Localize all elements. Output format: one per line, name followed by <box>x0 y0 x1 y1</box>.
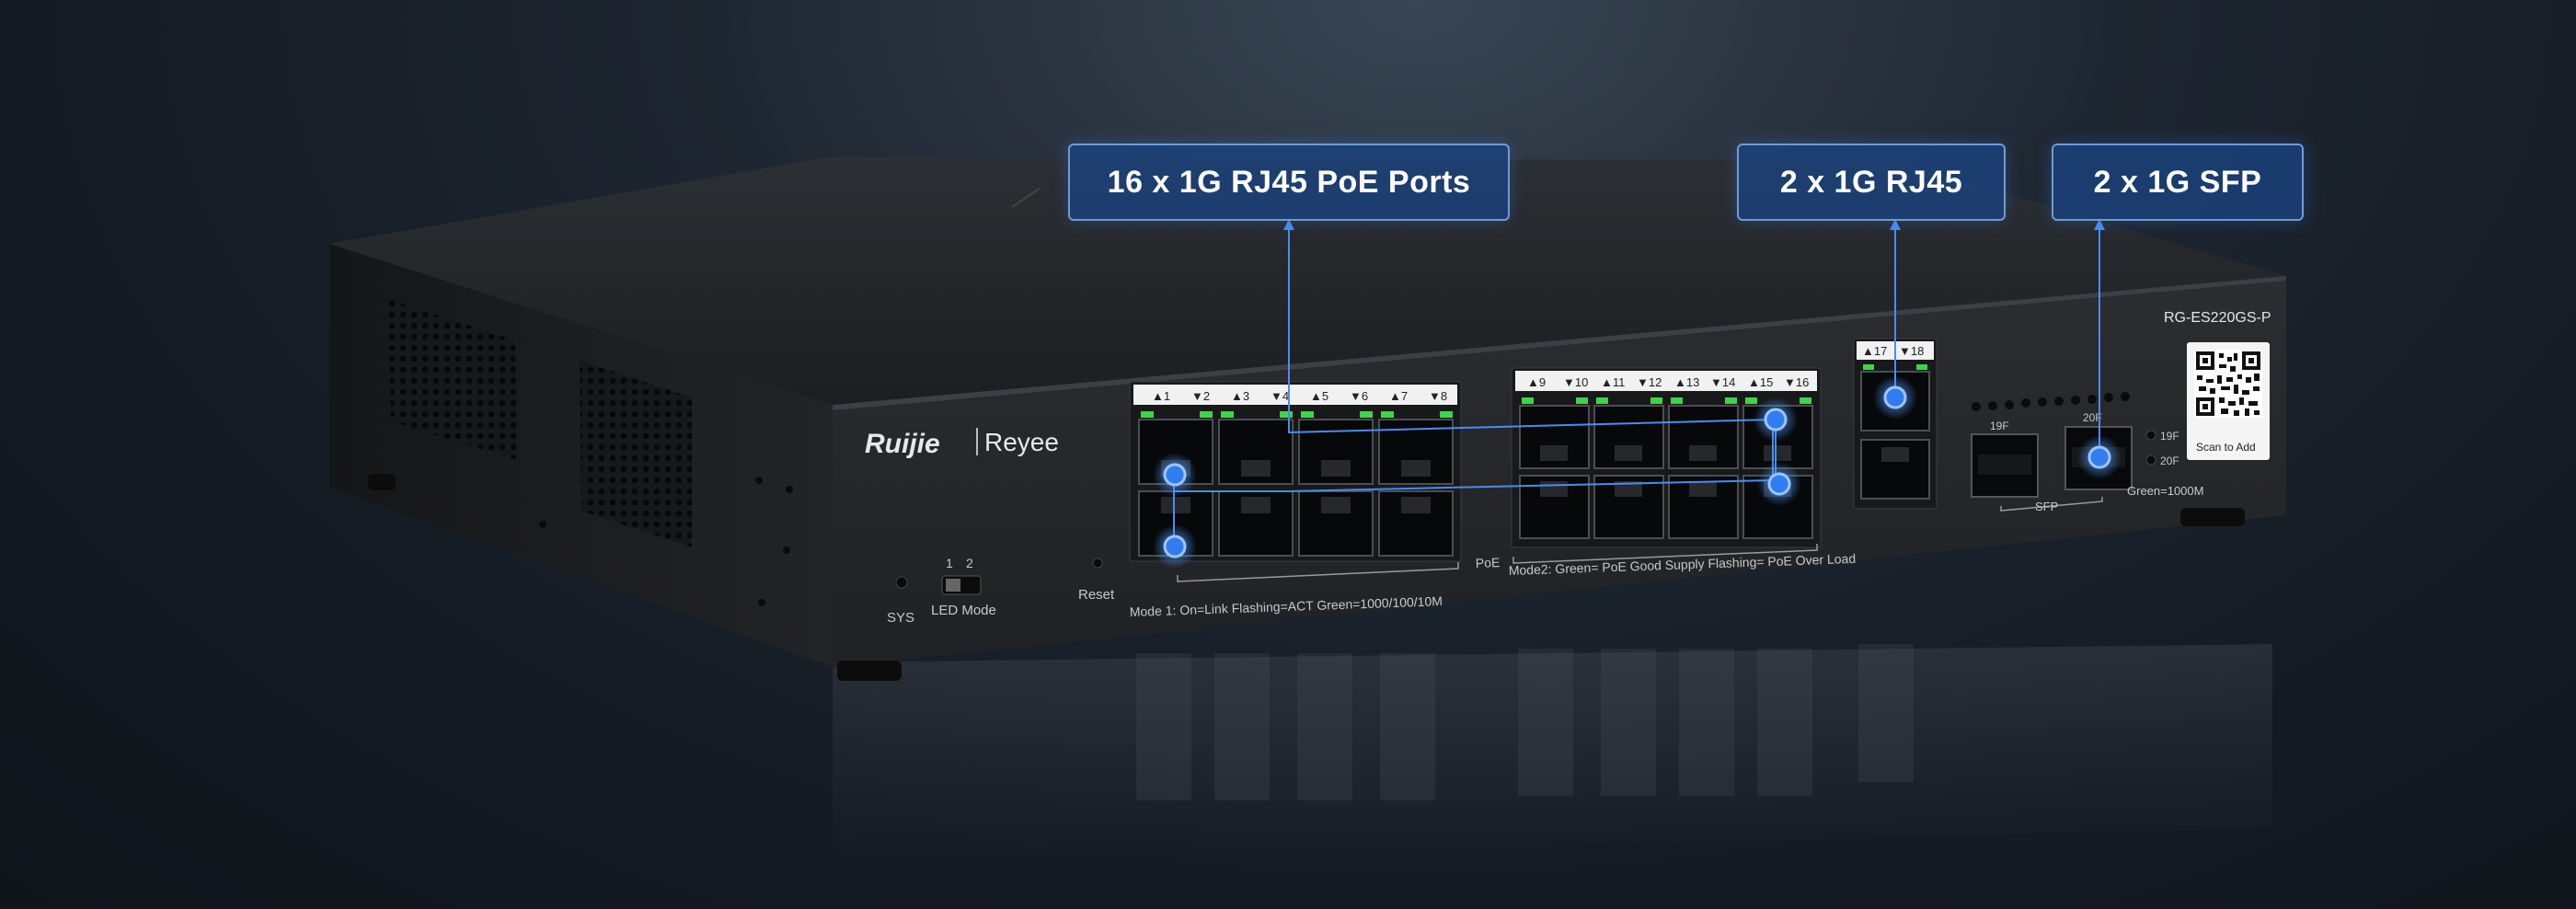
port-label: ▲1 <box>1152 389 1170 403</box>
sfp-speed-legend: Green=1000M <box>2127 484 2203 498</box>
port-group-1: ▲1 ▼2 ▲3 ▼4 ▲5 ▼6 ▲7 ▼8 <box>1129 381 1462 562</box>
port-label: ▲15 <box>1748 375 1773 389</box>
callout-sfp: 2 x 1G SFP <box>2052 144 2304 221</box>
side-screw <box>786 486 793 493</box>
side-screw <box>783 547 790 554</box>
sfp-vent-holes <box>1972 392 2130 411</box>
top-mark <box>1011 188 1041 208</box>
qr-code: Scan to Add <box>2187 342 2270 460</box>
port-label: ▼8 <box>1429 389 1447 403</box>
led-mode-position-2: 2 <box>966 556 973 570</box>
port-label: ▲7 <box>1389 389 1408 403</box>
led-mode-switch-knob <box>946 579 960 592</box>
qr-caption: Scan to Add <box>2196 441 2256 454</box>
port-led <box>1863 364 1874 370</box>
port-leds <box>1522 397 1811 404</box>
brand-logo-reyee: Reyee <box>984 428 1059 456</box>
reset-label: Reset <box>1078 587 1115 603</box>
side-vent-2 <box>580 361 692 547</box>
rj45-ports-row-bottom <box>1138 490 1454 557</box>
port-latch-notch <box>1881 447 1909 462</box>
foot <box>2180 508 2245 526</box>
leader-arrows <box>1283 219 2105 230</box>
port-label: ▲9 <box>1527 375 1546 389</box>
uplink-rj45-group: ▲17 ▼18 <box>1853 338 1938 510</box>
port-label: ▼10 <box>1563 375 1588 389</box>
led-mode-position-1: 1 <box>946 556 953 570</box>
sfp-port-label: 19F <box>1990 420 2009 432</box>
sfp-label: SFP <box>2035 500 2058 513</box>
mode1-bracket <box>1177 562 1459 582</box>
side-screw <box>755 477 763 484</box>
sfp-led-label: 19F <box>2160 430 2179 443</box>
port-leds <box>1141 411 1453 418</box>
sfp-bracket <box>2000 497 2103 512</box>
front-edge-highlight <box>833 276 2286 410</box>
port-label: ▼16 <box>1784 375 1809 389</box>
port-label: ▼12 <box>1637 375 1662 389</box>
port-label: ▲11 <box>1601 375 1625 389</box>
port-label: ▲17 <box>1862 344 1887 358</box>
brand-logo-ruijie: Ruijie <box>865 429 940 459</box>
sfp-led <box>2145 430 2156 441</box>
sfp-led <box>2145 454 2156 466</box>
port-label: ▼4 <box>1271 389 1289 403</box>
side-vent-1 <box>388 299 517 460</box>
mode2-bracket <box>1512 544 1818 564</box>
port-led <box>1916 364 1927 370</box>
port-label: ▲13 <box>1674 375 1699 389</box>
sfp-cage <box>1978 454 2031 475</box>
port-group-2: ▲9 ▼10 ▲11 ▼12 ▲13 ▼14 ▲15 ▼16 <box>1511 367 1822 548</box>
rj45-ports-row-top <box>1519 405 1813 469</box>
port-label: ▼14 <box>1710 375 1735 389</box>
poe-label: PoE <box>1476 555 1501 570</box>
model-label: RG-ES220GS-P <box>2164 310 2271 326</box>
sfp-port-label: 20F <box>2083 411 2102 424</box>
port-label: ▼6 <box>1350 389 1368 403</box>
foot <box>837 661 902 681</box>
port-label: ▲5 <box>1310 389 1328 403</box>
sys-led <box>895 576 908 589</box>
highlight-dots <box>1153 375 2122 569</box>
port-label: ▼18 <box>1899 344 1924 358</box>
port-label: ▲3 <box>1231 389 1249 403</box>
foot <box>368 474 396 490</box>
floor-reflection <box>833 644 2272 865</box>
side-screw <box>539 521 546 528</box>
side-screw <box>758 599 765 606</box>
port-label: ▼2 <box>1191 389 1210 403</box>
led-mode-label: LED Mode <box>931 603 996 618</box>
rj45-port-9 <box>1519 405 1590 469</box>
sys-label: SYS <box>887 610 914 626</box>
sfp-led-label: 20F <box>2160 454 2179 467</box>
reset-button[interactable] <box>1092 558 1103 569</box>
callout-poe-ports: 16 x 1G RJ45 PoE Ports <box>1068 144 1510 221</box>
callout-rj45: 2 x 1G RJ45 <box>1737 144 2006 221</box>
